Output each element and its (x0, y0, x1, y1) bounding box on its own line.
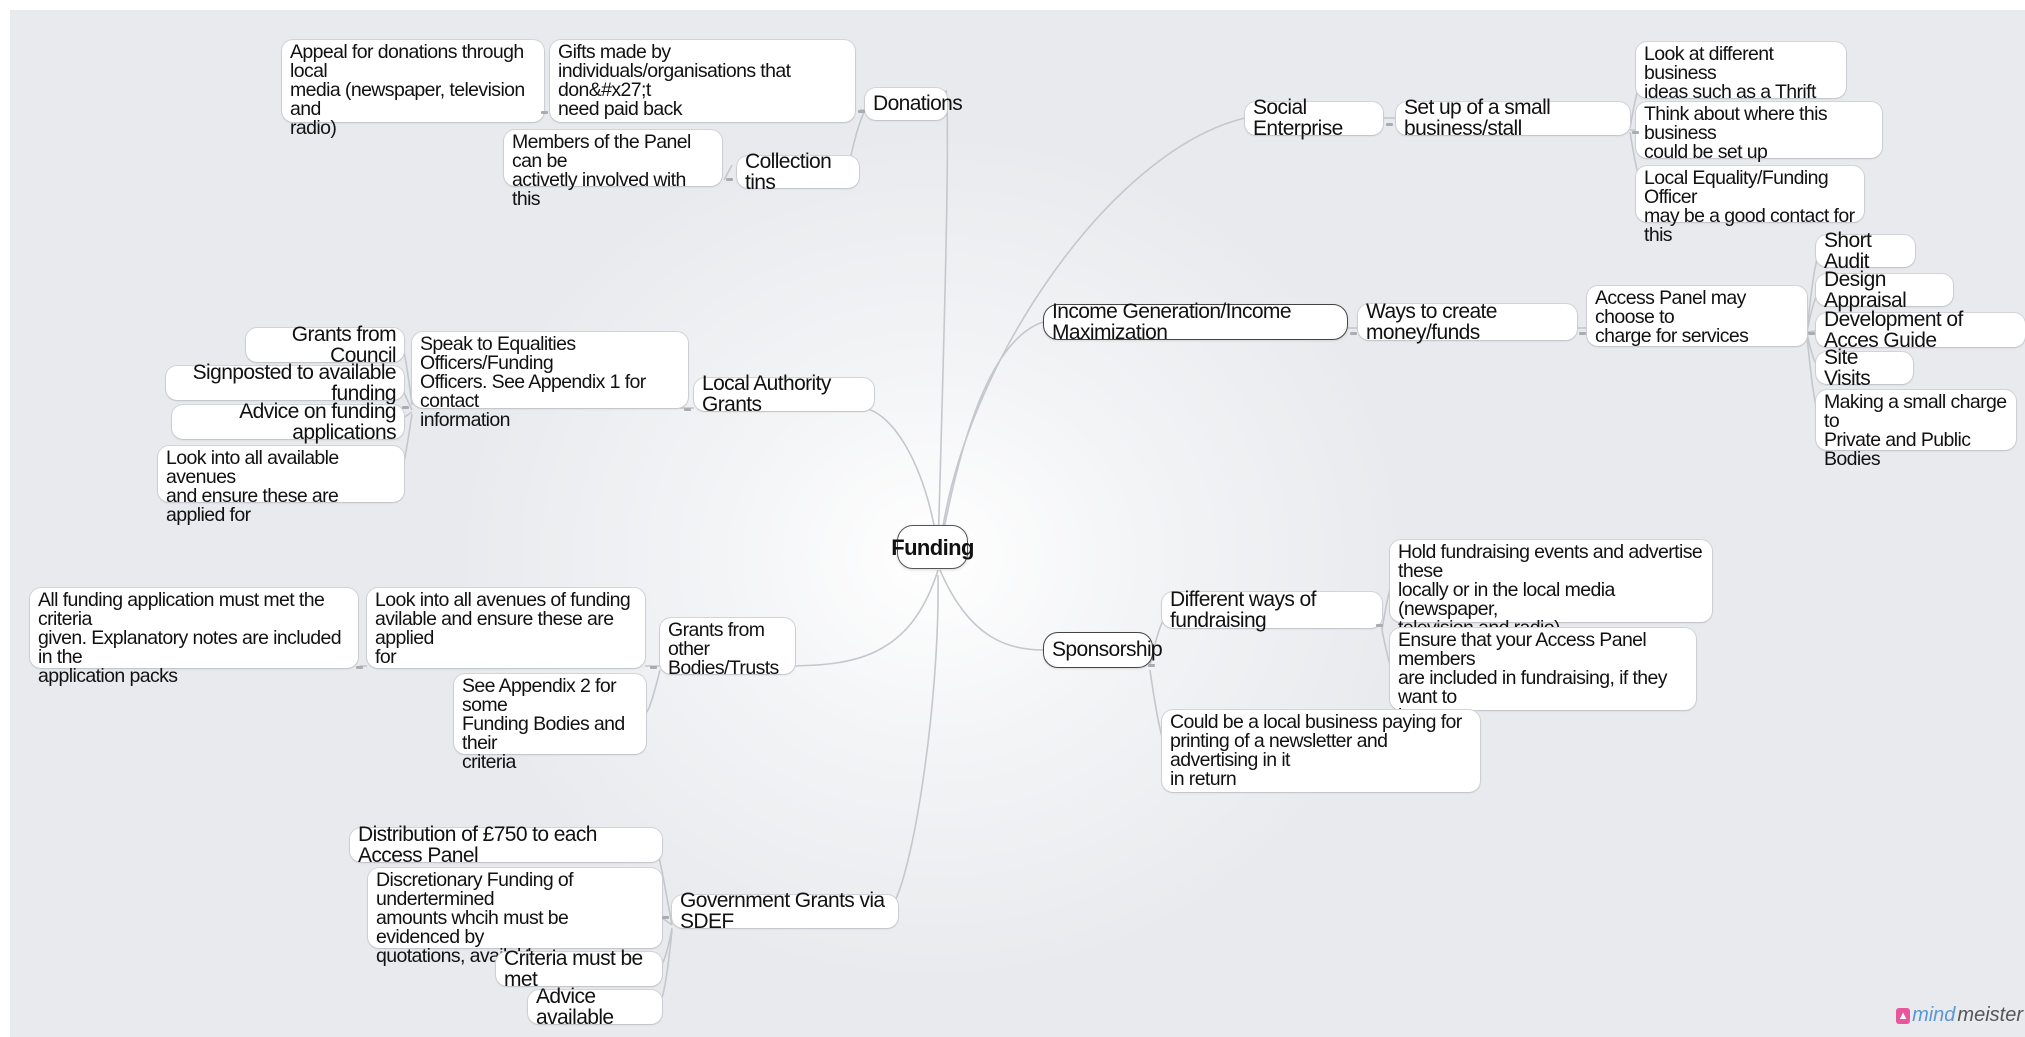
node-signposted[interactable]: Signposted to available funding (166, 362, 404, 404)
node-speak-equalities[interactable]: Speak to Equalities Officers/Funding Off… (412, 332, 688, 430)
node-equality-officer[interactable]: Local Equality/Funding Officer may be a … (1636, 166, 1864, 245)
node-label: Making a small charge to Private and Pub… (1824, 391, 2007, 470)
node-grants-other[interactable]: Grants from other Bodies/Trusts (660, 618, 795, 678)
collapse-handle[interactable] (1808, 332, 1815, 335)
node-label: Members of the Panel can be activetly in… (512, 131, 691, 210)
collapse-handle[interactable] (650, 666, 657, 669)
collapse-handle[interactable] (1579, 332, 1586, 335)
logo-text-mind: mind (1912, 1004, 1956, 1026)
collapse-handle[interactable] (356, 666, 363, 669)
node-label: Sponsorship (1052, 638, 1163, 661)
node-look-avenues[interactable]: Look into all available avenues and ensu… (158, 446, 404, 525)
node-members-panel[interactable]: Members of the Panel can be activetly in… (504, 130, 722, 209)
root-node-funding[interactable]: Funding (891, 525, 974, 569)
node-label: Different ways of fundraising (1170, 587, 1316, 632)
collapse-handle[interactable] (1376, 624, 1383, 627)
node-sponsorship[interactable]: Sponsorship (1043, 632, 1163, 668)
node-gifts[interactable]: Gifts made by individuals/organisations … (550, 40, 855, 122)
node-label: Advice on funding applications (239, 399, 396, 444)
node-label: Could be a local business paying for pri… (1170, 711, 1462, 790)
node-label: Donations (873, 92, 963, 115)
node-label: Appeal for donations through local media… (290, 41, 525, 139)
node-advice-available[interactable]: Advice available (528, 986, 662, 1028)
node-business-ideas[interactable]: Look at different business ideas such as… (1636, 42, 1846, 121)
collapse-handle[interactable] (1148, 664, 1155, 667)
node-income-generation[interactable]: Income Generation/Income Maximization (1043, 299, 1348, 344)
node-appeal[interactable]: Appeal for donations through local media… (282, 40, 544, 138)
node-site-visits[interactable]: Site Visits (1816, 347, 1913, 389)
node-look-avenues-2[interactable]: Look into all avenues of funding avilabl… (367, 588, 645, 668)
node-label: Look at different business ideas such as… (1644, 43, 1816, 121)
collapse-handle[interactable] (541, 111, 548, 114)
node-label: Gifts made by individuals/organisations … (558, 41, 791, 120)
node-local-authority-grants[interactable]: Local Authority Grants (694, 373, 874, 415)
node-donations[interactable]: Donations (865, 88, 963, 120)
node-advice-applications[interactable]: Advice on funding applications (172, 401, 404, 443)
node-charge-services[interactable]: Access Panel may choose to charge for se… (1587, 286, 1807, 346)
node-ways-fundraising[interactable]: Different ways of fundraising (1162, 587, 1382, 632)
node-label: Distribution of £750 to each Access Pane… (358, 822, 597, 867)
node-gov-grants[interactable]: Government Grants via SDEF (672, 890, 898, 932)
node-label: Local Authority Grants (702, 372, 831, 416)
node-label: Income Generation/Income Maximization (1052, 299, 1292, 344)
node-label: Social Enterprise (1253, 96, 1343, 140)
collapse-handle[interactable] (684, 408, 691, 411)
node-label: Local Equality/Funding Officer may be a … (1644, 167, 1855, 246)
node-label: Collection tins (745, 149, 832, 194)
node-criteria-met[interactable]: Criteria must be met (496, 948, 662, 990)
node-label: Short Audit (1824, 228, 1872, 273)
node-label: Development of Acces Guide (1824, 307, 1963, 352)
node-discretionary[interactable]: Discretionary Funding of undertermined a… (368, 868, 662, 966)
node-label: Grants from other Bodies/Trusts (668, 619, 779, 679)
node-label: Look into all avenues of funding avilabl… (375, 589, 631, 668)
collapse-handle[interactable] (1632, 131, 1639, 134)
node-label: Access Panel may choose to charge for se… (1595, 287, 1749, 347)
node-label: Think about where this business could be… (1644, 103, 1828, 163)
collapse-handle[interactable] (726, 178, 733, 181)
collapse-handle[interactable] (402, 406, 409, 409)
node-social-enterprise[interactable]: Social Enterprise (1245, 97, 1383, 139)
mindmap-canvas[interactable]: Funding Donations Gifts made by individu… (10, 10, 2025, 1037)
node-grants-council[interactable]: Grants from Council (246, 324, 404, 366)
node-hold-events[interactable]: Hold fundraising events and advertise th… (1390, 540, 1712, 638)
node-label: Site Visits (1824, 345, 1871, 390)
collapse-handle[interactable] (858, 110, 865, 113)
node-label: Grants from Council (291, 322, 397, 367)
collapse-handle[interactable] (1386, 123, 1393, 126)
node-where-business[interactable]: Think about where this business could be… (1636, 102, 1882, 162)
node-appendix2[interactable]: See Appendix 2 for some Funding Bodies a… (454, 674, 646, 772)
collapse-handle[interactable] (1350, 332, 1357, 335)
node-label: Speak to Equalities Officers/Funding Off… (420, 333, 646, 431)
node-label: Signposted to available funding (192, 360, 397, 405)
node-design-appraisal[interactable]: Design Appraisal (1816, 269, 1953, 311)
node-label: Criteria must be met (504, 946, 643, 991)
node-ensure-members[interactable]: Ensure that your Access Panel members ar… (1390, 628, 1696, 726)
node-label: Hold fundraising events and advertise th… (1398, 541, 1703, 638)
node-label: Ways to create money/funds (1366, 299, 1497, 344)
node-label: Design Appraisal (1824, 267, 1907, 312)
node-all-funding-criteria[interactable]: All funding application must met the cri… (30, 588, 358, 686)
node-label: Advice available (536, 984, 614, 1029)
node-acces-guide[interactable]: Development of Acces Guide (1816, 309, 2025, 351)
collapse-handle[interactable] (662, 916, 669, 919)
connector-lines (360, 69, 1823, 1009)
node-label: Look into all available avenues and ensu… (166, 447, 339, 526)
mindmeister-logo-icon: ▲ (1896, 1007, 1911, 1024)
node-distribution[interactable]: Distribution of £750 to each Access Pane… (350, 824, 662, 866)
root-node-label: Funding (891, 534, 974, 560)
node-small-charge[interactable]: Making a small charge to Private and Pub… (1816, 390, 2016, 469)
node-label: Government Grants via SDEF (680, 889, 885, 933)
node-small-business[interactable]: Set up of a small business/stall (1396, 97, 1630, 139)
node-local-business[interactable]: Could be a local business paying for pri… (1162, 710, 1480, 792)
logo-text-meister: meister (1957, 1004, 2023, 1026)
node-label: All funding application must met the cri… (38, 589, 342, 687)
node-collection-tins[interactable]: Collection tins (737, 151, 859, 193)
node-label: See Appendix 2 for some Funding Bodies a… (462, 675, 625, 773)
node-label: Set up of a small business/stall (1404, 96, 1551, 140)
node-ways-money[interactable]: Ways to create money/funds (1358, 299, 1577, 344)
node-short-audit[interactable]: Short Audit (1816, 230, 1915, 272)
